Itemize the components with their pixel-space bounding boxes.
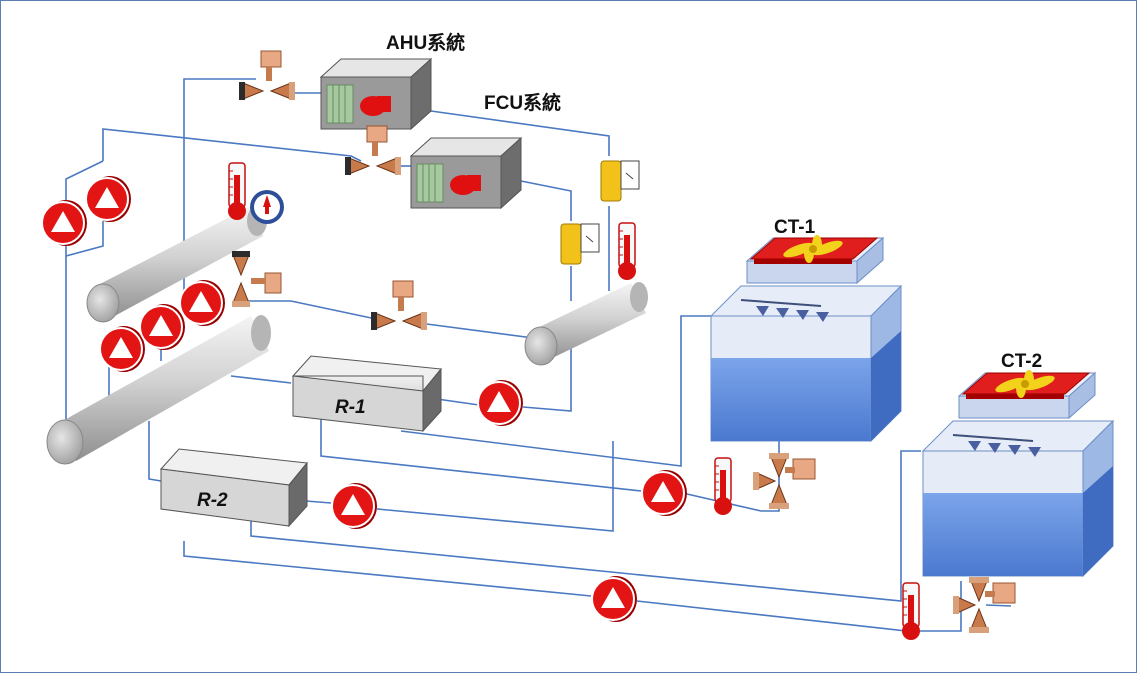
- pump-icon: [641, 469, 688, 517]
- r1-label: R-1: [335, 397, 366, 418]
- pressure-gauge-icon: [250, 190, 284, 224]
- r2-label: R-2: [197, 490, 228, 511]
- ahu-label: AHU系統: [386, 31, 465, 54]
- flow-meter-icon: [560, 223, 600, 265]
- two-way-valve-icon: [344, 125, 402, 176]
- cooling-tower-ct2: [922, 369, 1114, 577]
- ct2-label: CT-2: [1001, 351, 1042, 372]
- fcu-label: FCU系統: [484, 91, 561, 114]
- two-way-valve-icon: [370, 280, 428, 331]
- thermometer-icon: [901, 582, 921, 641]
- header-pipe-lower: [46, 315, 271, 465]
- pump-icon: [179, 279, 226, 327]
- ahu-unit: [320, 58, 432, 130]
- thermometer-icon: [227, 162, 247, 221]
- two-way-valve-icon: [238, 50, 296, 101]
- flow-meter-icon: [600, 160, 640, 202]
- pump-icon: [41, 199, 88, 247]
- pump-icon: [477, 379, 524, 427]
- thermometer-icon: [617, 222, 637, 281]
- cooling-tower-ct1: [710, 234, 902, 442]
- pump-icon: [85, 175, 132, 223]
- header-pipe-right: [524, 282, 648, 366]
- ct1-label: CT-1: [774, 217, 816, 238]
- pump-icon: [331, 482, 378, 530]
- pump-icon: [139, 303, 186, 351]
- three-way-valve-icon: [752, 452, 816, 510]
- chiller-r2: [159, 448, 308, 528]
- chiller-r1: [291, 355, 442, 433]
- pump-icon: [99, 325, 146, 373]
- two-way-valve-icon: [231, 250, 282, 308]
- thermometer-icon: [713, 457, 733, 516]
- fcu-unit: [410, 137, 522, 209]
- pump-icon: [591, 575, 638, 623]
